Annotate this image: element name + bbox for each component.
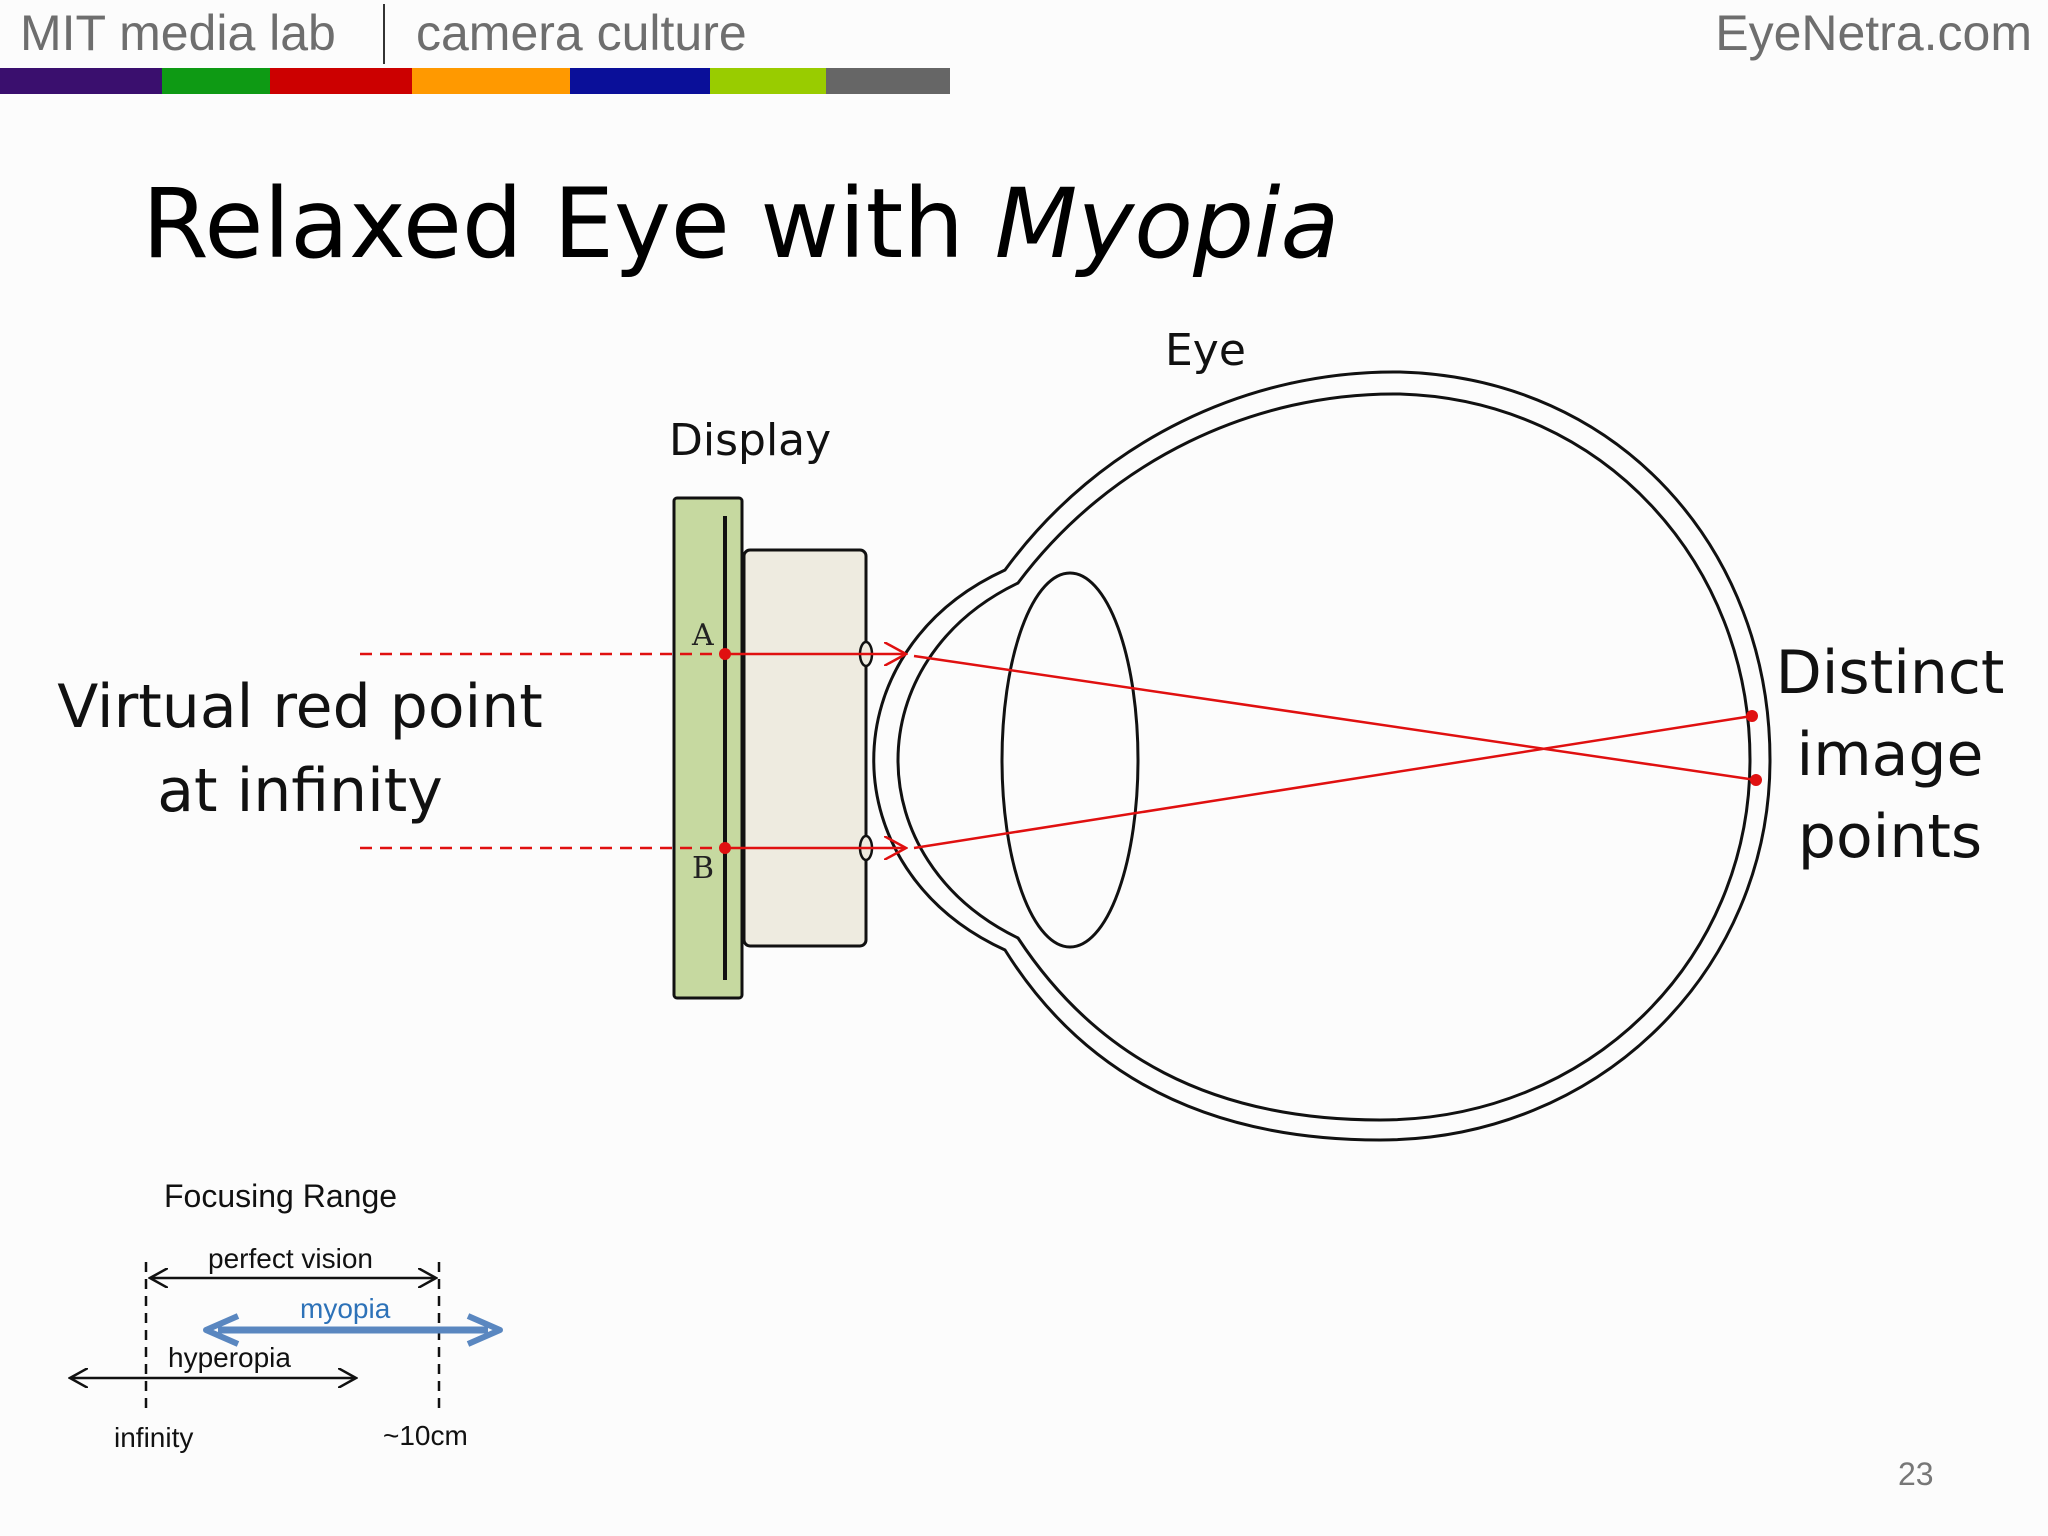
colorbar-segment: [0, 68, 162, 94]
lenslet-housing: [742, 548, 868, 948]
distinct-points-caption: Distinct image points: [1760, 632, 2020, 878]
near-distance-label: ~10cm: [383, 1420, 468, 1451]
colorbar-segment: [570, 68, 710, 94]
distinct-line1: Distinct: [1775, 638, 2005, 708]
virtual-point-caption: Virtual red point at infinity: [40, 665, 560, 833]
focusing-range-title: Focusing Range: [164, 1178, 398, 1214]
eye-label: Eye: [1165, 325, 1246, 376]
virtual-point-line1: Virtual red point: [57, 672, 543, 742]
header-website: EyeNetra.com: [1715, 5, 2032, 61]
point-b-label: B: [692, 851, 715, 886]
header-color-bar: [0, 68, 950, 94]
display-panel: [672, 496, 744, 1000]
colorbar-segment: [162, 68, 270, 94]
eye-lens: [1000, 571, 1140, 949]
colorbar-segment: [270, 68, 412, 94]
retina-point-upper: [1746, 710, 1758, 722]
slide-title-main: Relaxed Eye with: [142, 168, 995, 280]
page-number: 23: [1898, 1456, 1934, 1492]
myopia-arrow-right-head: [466, 1313, 503, 1347]
retina-point-lower: [1750, 774, 1762, 786]
myopia-label: myopia: [300, 1293, 391, 1324]
myopia-arrow-left-head: [203, 1313, 240, 1347]
ray-a-in-eye: [913, 654, 1757, 782]
point-a: [719, 648, 731, 660]
perfect-vision-label: perfect vision: [208, 1243, 373, 1274]
colorbar-segment: [710, 68, 826, 94]
point-b: [719, 842, 731, 854]
distinct-line3: points: [1797, 802, 1983, 872]
colorbar-segment: [826, 68, 950, 94]
display-label: Display: [669, 415, 832, 466]
point-a-label: A: [692, 618, 714, 653]
header-group-name: camera culture: [416, 5, 747, 61]
infinity-label: infinity: [114, 1422, 194, 1453]
header-separator: [383, 4, 385, 64]
eye-outer-shell: [872, 370, 1772, 1142]
slide-title: Relaxed Eye with Myopia: [142, 168, 1339, 280]
eye-inner-shell: [896, 392, 1752, 1122]
colorbar-segment: [412, 68, 570, 94]
header-lab-name: MIT media lab: [20, 5, 336, 61]
virtual-point-line2: at infinity: [157, 756, 443, 826]
distinct-line2: image: [1796, 720, 1984, 790]
slide-title-italic: Myopia: [994, 168, 1340, 280]
hyperopia-label: hyperopia: [168, 1342, 291, 1373]
ray-b-in-eye: [913, 714, 1753, 850]
